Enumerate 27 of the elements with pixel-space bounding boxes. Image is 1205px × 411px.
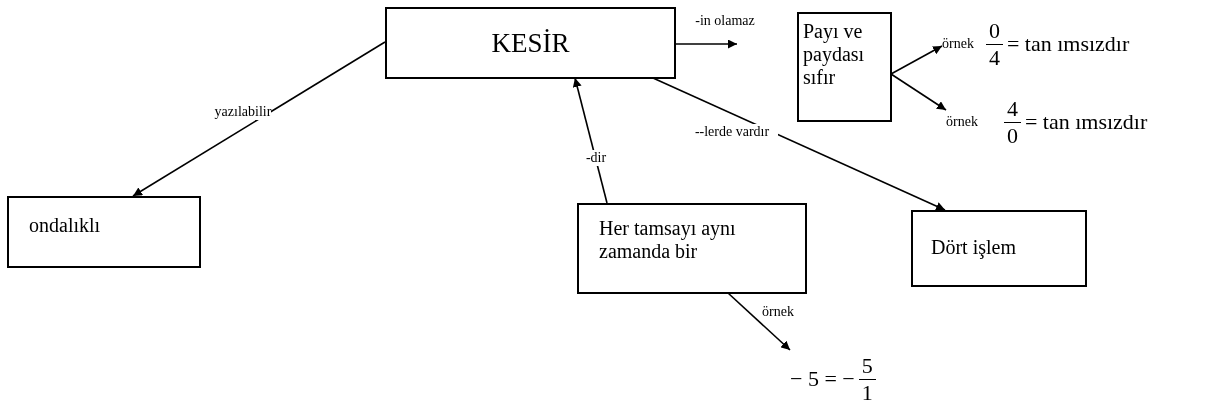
node-text: ondalıklı — [29, 214, 102, 237]
fraction-numerator: 0 — [985, 17, 1003, 45]
arrow — [572, 77, 608, 204]
fraction-denominator: 4 — [987, 44, 1001, 71]
concept-box — [911, 210, 1087, 287]
edge-label: yazılabilir — [214, 104, 272, 120]
fraction-numerator: 4 — [1003, 95, 1021, 123]
concept-box — [385, 7, 676, 79]
math-text: = tan ımsızdır — [1024, 109, 1148, 135]
node-text: Her tamsayı aynı zamanda bir — [599, 217, 737, 263]
math-text: − 5 = − — [790, 366, 855, 392]
arrow — [132, 41, 386, 197]
node-text: Payı ve paydası sıfır — [803, 20, 866, 89]
fraction-denominator: 1 — [860, 379, 874, 406]
example-label: örnek — [942, 36, 974, 52]
concept-box — [797, 12, 892, 122]
node-text: Dört işlem — [931, 236, 1017, 259]
concept-box — [577, 203, 807, 294]
fraction-denominator: 0 — [1005, 122, 1019, 149]
node-text: KESİR — [491, 27, 570, 59]
math-text: = tan ımsızdır — [1006, 31, 1130, 57]
concept-box — [7, 196, 201, 268]
edge-label: -dir — [585, 150, 607, 166]
arrow — [652, 77, 946, 211]
example-label: örnek — [946, 114, 978, 130]
arrow — [727, 292, 791, 351]
fraction-numerator: 5 — [858, 352, 876, 380]
